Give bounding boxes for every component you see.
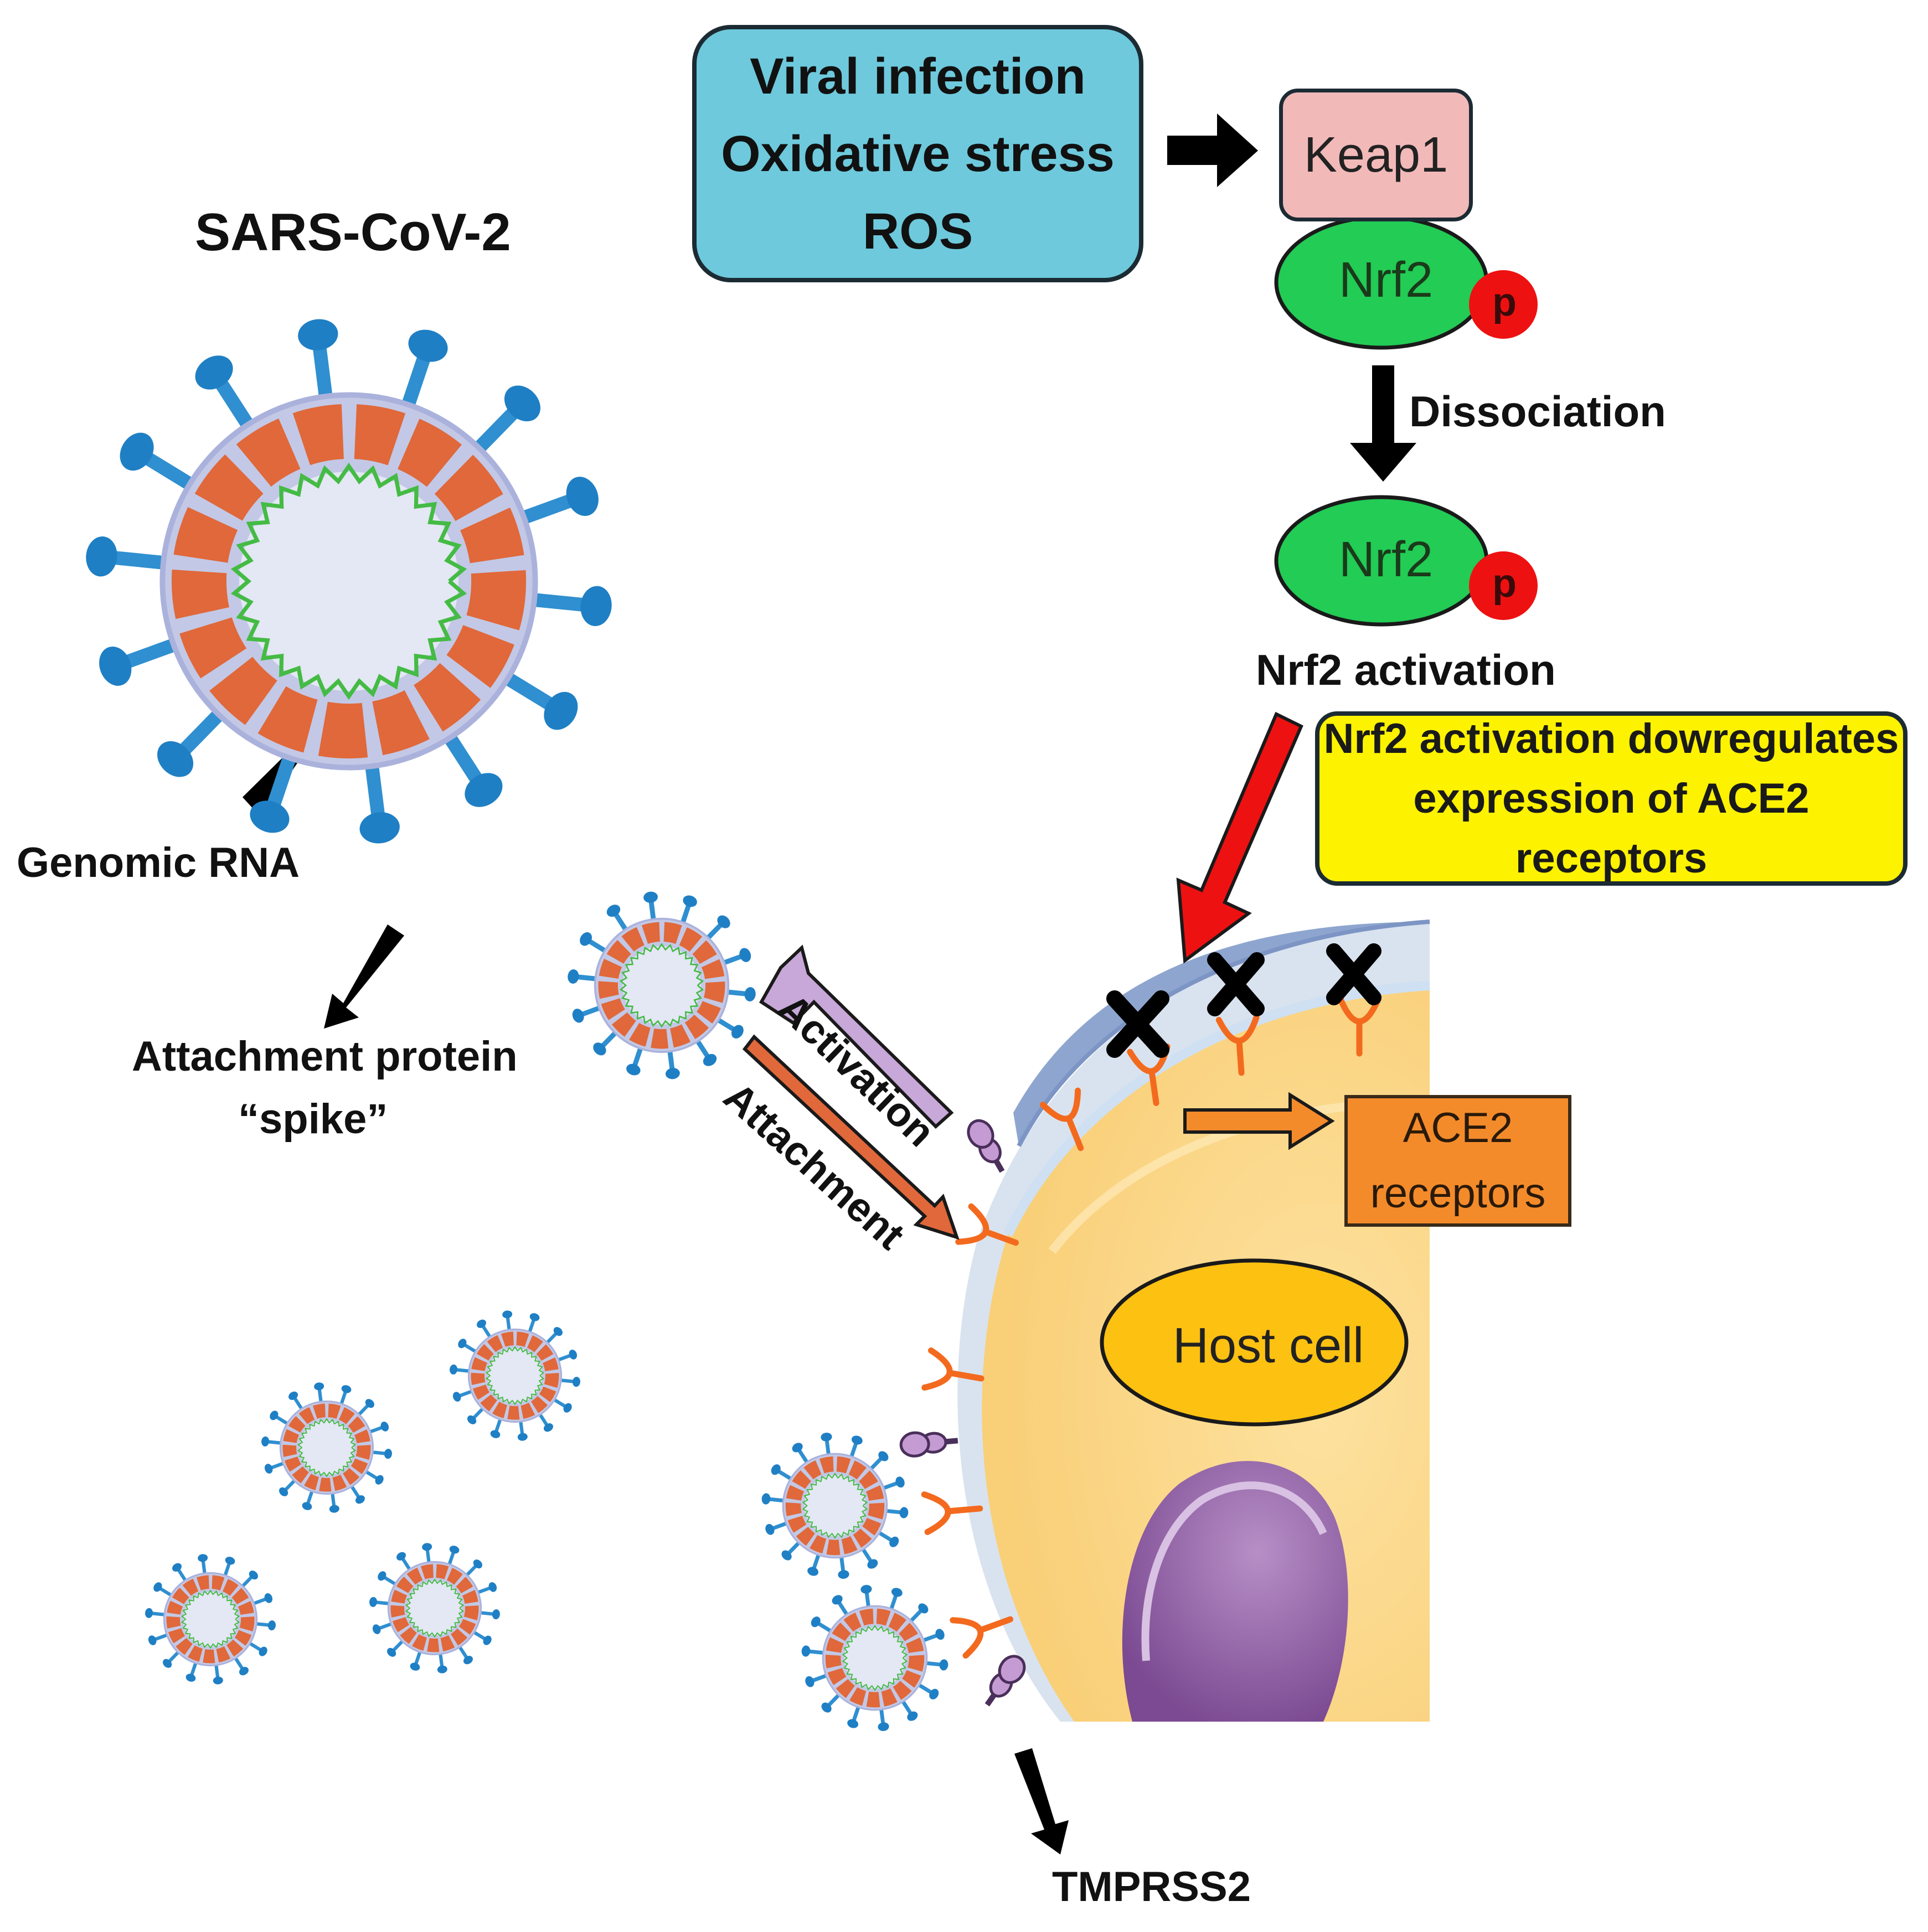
phospho-circle-1 <box>1469 270 1538 339</box>
tmprss2-protein-1 <box>963 1116 1012 1177</box>
phospho-label-2: p <box>1492 561 1517 606</box>
virus-medium <box>568 891 756 1079</box>
keap1-label: Keap1 <box>1303 127 1448 183</box>
dissociation-label: Dissociation <box>1409 387 1666 436</box>
phospho-label-1: p <box>1492 280 1517 324</box>
block-marker-2 <box>1207 952 1265 1016</box>
stress-line-1: Viral infection <box>750 48 1086 105</box>
nrf2-free-label: Nrf2 <box>1339 532 1434 587</box>
tmprss2-protein-3 <box>978 1651 1029 1711</box>
ace2-expression-arrow <box>1183 1092 1335 1150</box>
downregulation-line-1: Nrf2 activation dowregulates <box>1323 715 1899 762</box>
tmprss2-pointer-arrow <box>1014 1748 1069 1854</box>
keap1-box: Keap1 <box>1279 89 1473 221</box>
virus-group <box>86 319 948 1732</box>
virus-small-3 <box>145 1554 276 1685</box>
virus-small-4 <box>369 1543 500 1673</box>
virus-small-6 <box>801 1584 948 1732</box>
block-marker-3 <box>1326 943 1381 1005</box>
virus-large <box>86 319 612 844</box>
host-cell-label: Host cell <box>1173 1318 1364 1373</box>
downregulation-line-2: expression of ACE2 receptors <box>1413 774 1810 882</box>
ace2-box-line-1: ACE2 <box>1403 1104 1513 1151</box>
attachment-protein-label: Attachment protein <box>132 1033 518 1080</box>
dissociation-arrow <box>1350 365 1416 482</box>
nrf2-activation-label: Nrf2 activation <box>1256 645 1556 694</box>
stress-to-keap1-arrow <box>1167 113 1258 187</box>
tmprss2-protein-2 <box>900 1429 958 1457</box>
phospho-circle-2 <box>1469 551 1538 620</box>
tmprss2-label: TMPRSS2 <box>1052 1863 1251 1910</box>
attachment-arrow <box>742 1034 960 1240</box>
virus-small-1 <box>261 1382 392 1513</box>
downregulation-box: Nrf2 activation dowregulates expression … <box>1315 711 1908 886</box>
activation-arrow <box>759 944 954 1129</box>
spike-label: “spike” <box>238 1096 388 1143</box>
virus-small-5 <box>761 1432 909 1579</box>
virus-title: SARS-CoV-2 <box>195 203 511 262</box>
ace2-box-line-2: receptors <box>1370 1170 1546 1217</box>
stress-box: Viral infection Oxidative stress ROS <box>692 25 1143 282</box>
spike-pointer-arrow <box>324 924 404 1029</box>
nrf2-bound-label: Nrf2 <box>1339 252 1434 308</box>
nucleus <box>1122 1461 1348 1722</box>
block-marker-1 <box>1106 990 1169 1058</box>
stress-line-3: ROS <box>862 203 973 260</box>
ace2-receptors-box: ACE2 receptors <box>1344 1095 1571 1227</box>
red-downregulation-arrow <box>1176 711 1303 964</box>
genomic-rna-label: Genomic RNA <box>17 839 300 886</box>
host-cell-oval <box>1100 1258 1409 1427</box>
stress-line-2: Oxidative stress <box>721 125 1115 182</box>
virus-small-2 <box>450 1310 580 1441</box>
